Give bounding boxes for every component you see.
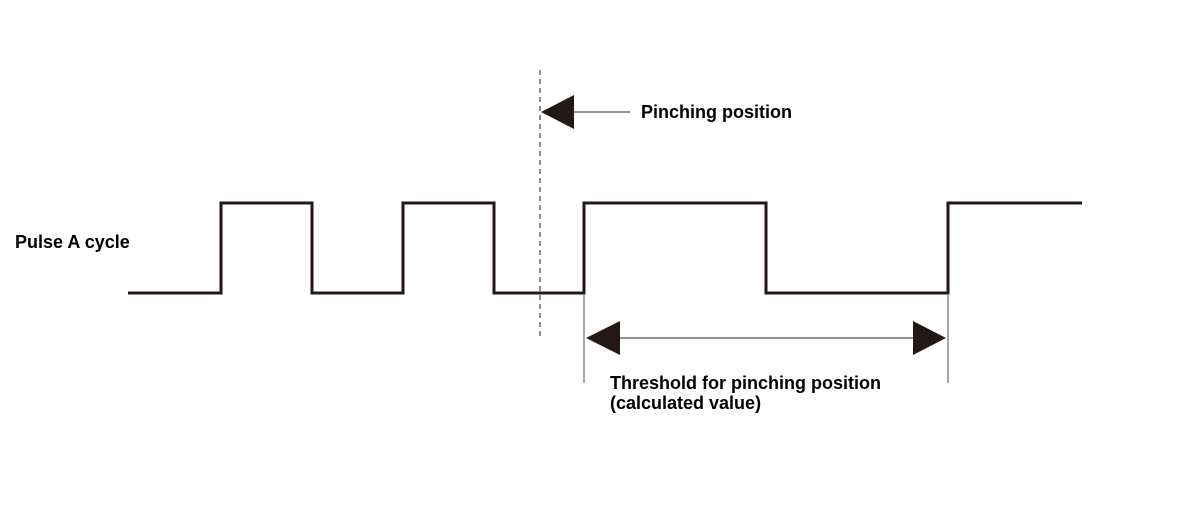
pinching-position-arrowhead [541,95,574,129]
pulse-a-cycle-label: Pulse A cycle [15,232,130,252]
threshold-left-arrowhead [586,321,620,355]
pinching-position-label: Pinching position [641,102,792,122]
threshold-label-line1: Threshold for pinching position [610,373,881,393]
pulse-a-waveform [128,201,1082,295]
threshold-label-line2: (calculated value) [610,393,761,413]
threshold-right-arrowhead [913,321,946,355]
